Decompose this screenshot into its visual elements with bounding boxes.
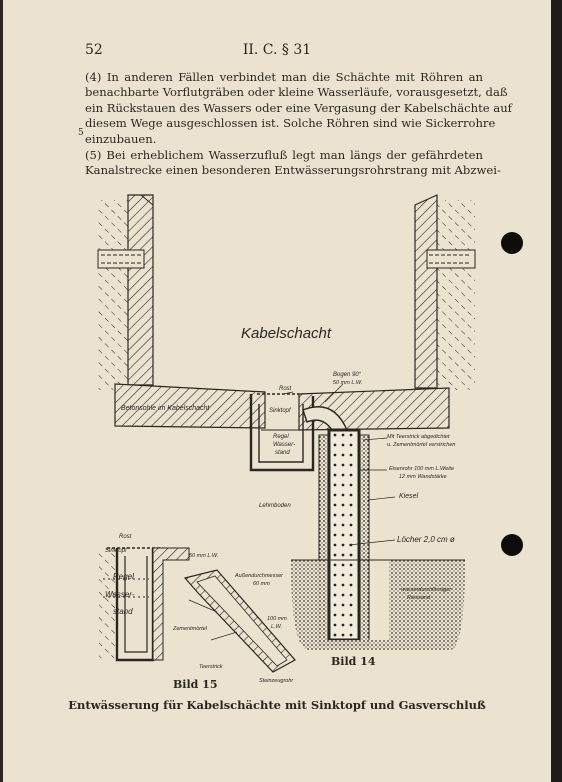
label-betonsohle: Betonsohle im Kabelschacht xyxy=(121,405,210,412)
label-eisenrohr-1: Eisenrohr 100 mm L.Weite xyxy=(389,466,454,472)
bild15-label-rost: Rost xyxy=(119,534,132,540)
earth-left xyxy=(98,200,128,390)
text-line: diesem Wege ausgeschlossen ist. Solche R… xyxy=(85,116,496,131)
figure-14: Kabelschacht Rost Bogen 90° 50 mm L.W. B… xyxy=(97,194,476,650)
label-teerstrick-1: Mit Teerstrick abgedichtet xyxy=(387,434,450,440)
label-wasser: Wasser- xyxy=(273,442,295,448)
label-lehmboden: Lehmboden xyxy=(259,503,291,509)
bild15-wall xyxy=(152,547,190,661)
text-line: einzubauen. xyxy=(85,131,157,146)
bild15-label-pipe-size: 50 mm L.W. xyxy=(189,553,218,559)
earth-right xyxy=(435,200,475,390)
label-bogen-size: 50 mm L.W. xyxy=(333,380,362,386)
bild15-label-wasser: Wasser- xyxy=(105,590,135,599)
page-number: 52 xyxy=(85,42,103,58)
sinktopf-body xyxy=(249,394,315,472)
binder-hole-top xyxy=(501,232,523,254)
page-edge-shadow xyxy=(551,0,562,782)
label-stand: stand xyxy=(275,450,290,456)
label-kiesel: Kiesel xyxy=(399,493,419,500)
label-riessand-1: wasserdurchlässiger xyxy=(401,587,452,593)
label-teerstrick-2: u. Zementmörtel verstrichen xyxy=(387,442,455,448)
paragraph-4: (4) In anderen Fällen verbindet man die … xyxy=(85,70,512,147)
label-sinktopf: Sinktopf xyxy=(269,408,292,414)
binder-hole-bottom xyxy=(501,534,523,556)
floor-slab-left xyxy=(114,383,266,429)
text-line: ein Rückstauen des Wassers oder eine Ver… xyxy=(85,100,512,115)
margin-line-number: 5 xyxy=(78,128,84,138)
text-line: (4) In anderen Fällen verbindet man die … xyxy=(85,70,483,84)
figure-title: Entwässerung für Kabelschächte mit Sinkt… xyxy=(68,698,486,712)
riessand-pit xyxy=(291,560,465,650)
caption-bild-15: Bild 15 xyxy=(173,678,218,691)
bild15-label-aussen-2: 60 mm xyxy=(253,581,270,587)
bild15-label-teerstrick: Teerstrick xyxy=(199,664,223,670)
label-loecher: Löcher 2,0 cm ø xyxy=(397,535,455,544)
bild15-label-lw: L.W. xyxy=(271,624,282,630)
drainage-diagram: Kabelschacht Rost Bogen 90° 50 mm L.W. B… xyxy=(97,194,476,684)
bild15-label-regel: Regel xyxy=(113,572,134,581)
paragraph-5: (5) Bei erheblichem Wasserzufluß legt ma… xyxy=(85,148,501,179)
caption-bild-14: Bild 14 xyxy=(331,655,376,668)
bild15-label-sinktopf: Sinktopf xyxy=(105,548,128,554)
left-wall xyxy=(127,194,154,386)
figure-15: Rost Sinktopf Regel Wasser- stand 50 mm … xyxy=(99,534,296,684)
section-header: II. C. § 31 xyxy=(242,42,312,58)
book-page: 52 II. C. § 31 (4) In anderen Fällen ver… xyxy=(3,0,551,782)
label-rost: Rost xyxy=(279,386,292,392)
bild15-label-zementmoertel: Zementmörtel xyxy=(172,626,208,632)
bild15-label-100: 100 mm xyxy=(267,616,287,622)
label-eisenrohr-2: 12 mm Wandstärke xyxy=(399,474,447,480)
label-bogen: Bogen 90° xyxy=(333,372,362,378)
label-kabelschacht: Kabelschacht xyxy=(241,325,332,342)
right-cable-duct xyxy=(426,249,476,269)
right-wall xyxy=(414,194,438,389)
earth-bild15 xyxy=(99,548,117,658)
perforated-iron-pipe xyxy=(327,428,361,642)
label-riessand-2: Riessand xyxy=(407,595,431,601)
bild15-label-stand: stand xyxy=(113,607,133,616)
text-line: Kanalstrecke einen besonderen Entwässeru… xyxy=(85,163,501,178)
bild15-label-aussen-1: Außendurchmesser xyxy=(234,573,284,579)
left-cable-duct xyxy=(97,249,145,269)
label-regel: Regel xyxy=(273,434,289,440)
bild15-label-steinzeugrohr: Steinzeugrohr xyxy=(259,678,294,684)
text-line: benachbarte Vorflutgräben oder kleine Wa… xyxy=(85,85,508,100)
text-line: (5) Bei erheblichem Wasserzufluß legt ma… xyxy=(85,148,483,162)
